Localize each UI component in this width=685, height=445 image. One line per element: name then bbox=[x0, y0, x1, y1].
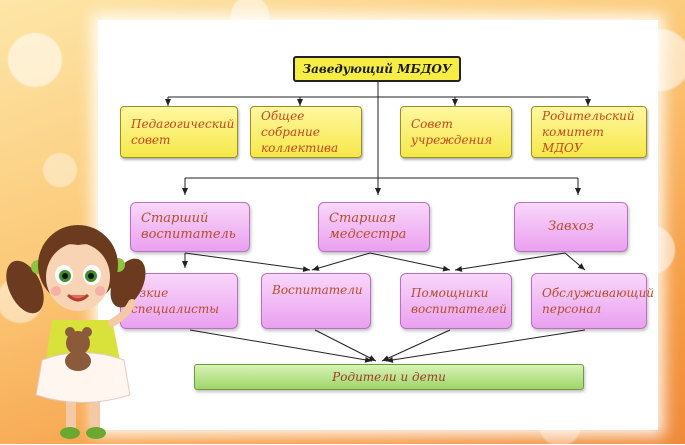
staff-label: Воспитатели bbox=[272, 283, 363, 297]
council-label: комитет МДОУ bbox=[542, 125, 604, 155]
bottom-label: Родители и дети bbox=[332, 370, 446, 384]
parents-children-box: Родители и дети bbox=[194, 364, 584, 390]
staff-label: воспитателей bbox=[411, 302, 507, 316]
staff-label: специалисты bbox=[131, 302, 220, 316]
council-box-institution: Совет учреждения bbox=[400, 106, 512, 158]
manager-label: Завхоз bbox=[548, 219, 594, 234]
council-box-parents-committee: Родительский комитет МДОУ bbox=[531, 106, 647, 158]
head-label: Заведующий МБДОУ bbox=[302, 62, 452, 76]
manager-label: Старший bbox=[141, 211, 209, 226]
council-label: Педагогический bbox=[131, 117, 235, 131]
council-label: Общее собрание bbox=[261, 109, 320, 139]
staff-label: Помощники bbox=[411, 286, 489, 300]
council-label: коллектива bbox=[261, 141, 339, 155]
staff-box-assistants: Помощники воспитателей bbox=[400, 273, 512, 329]
staff-box-service-personnel: Обслуживающий персонал bbox=[531, 273, 654, 329]
council-box-pedagogical: Педагогический совет bbox=[120, 106, 238, 158]
staff-box-educators: Воспитатели bbox=[261, 273, 371, 329]
staff-label: Обслуживающий bbox=[542, 286, 655, 300]
council-label: Родительский bbox=[542, 109, 635, 123]
council-label: Совет bbox=[411, 117, 453, 131]
council-label: учреждения bbox=[411, 133, 493, 147]
staff-label: персонал bbox=[542, 302, 602, 316]
manager-label: воспитатель bbox=[141, 227, 236, 242]
head-box: Заведующий МБДОУ bbox=[293, 56, 461, 82]
cartoon-girl-illustration bbox=[6, 225, 146, 439]
council-label: совет bbox=[131, 133, 171, 147]
manager-label: Старшая bbox=[329, 211, 397, 226]
council-box-general-meeting: Общее собрание коллектива bbox=[250, 106, 362, 158]
manager-box-supply-manager: Завхоз bbox=[514, 202, 628, 252]
manager-label: медсестра bbox=[329, 227, 407, 242]
